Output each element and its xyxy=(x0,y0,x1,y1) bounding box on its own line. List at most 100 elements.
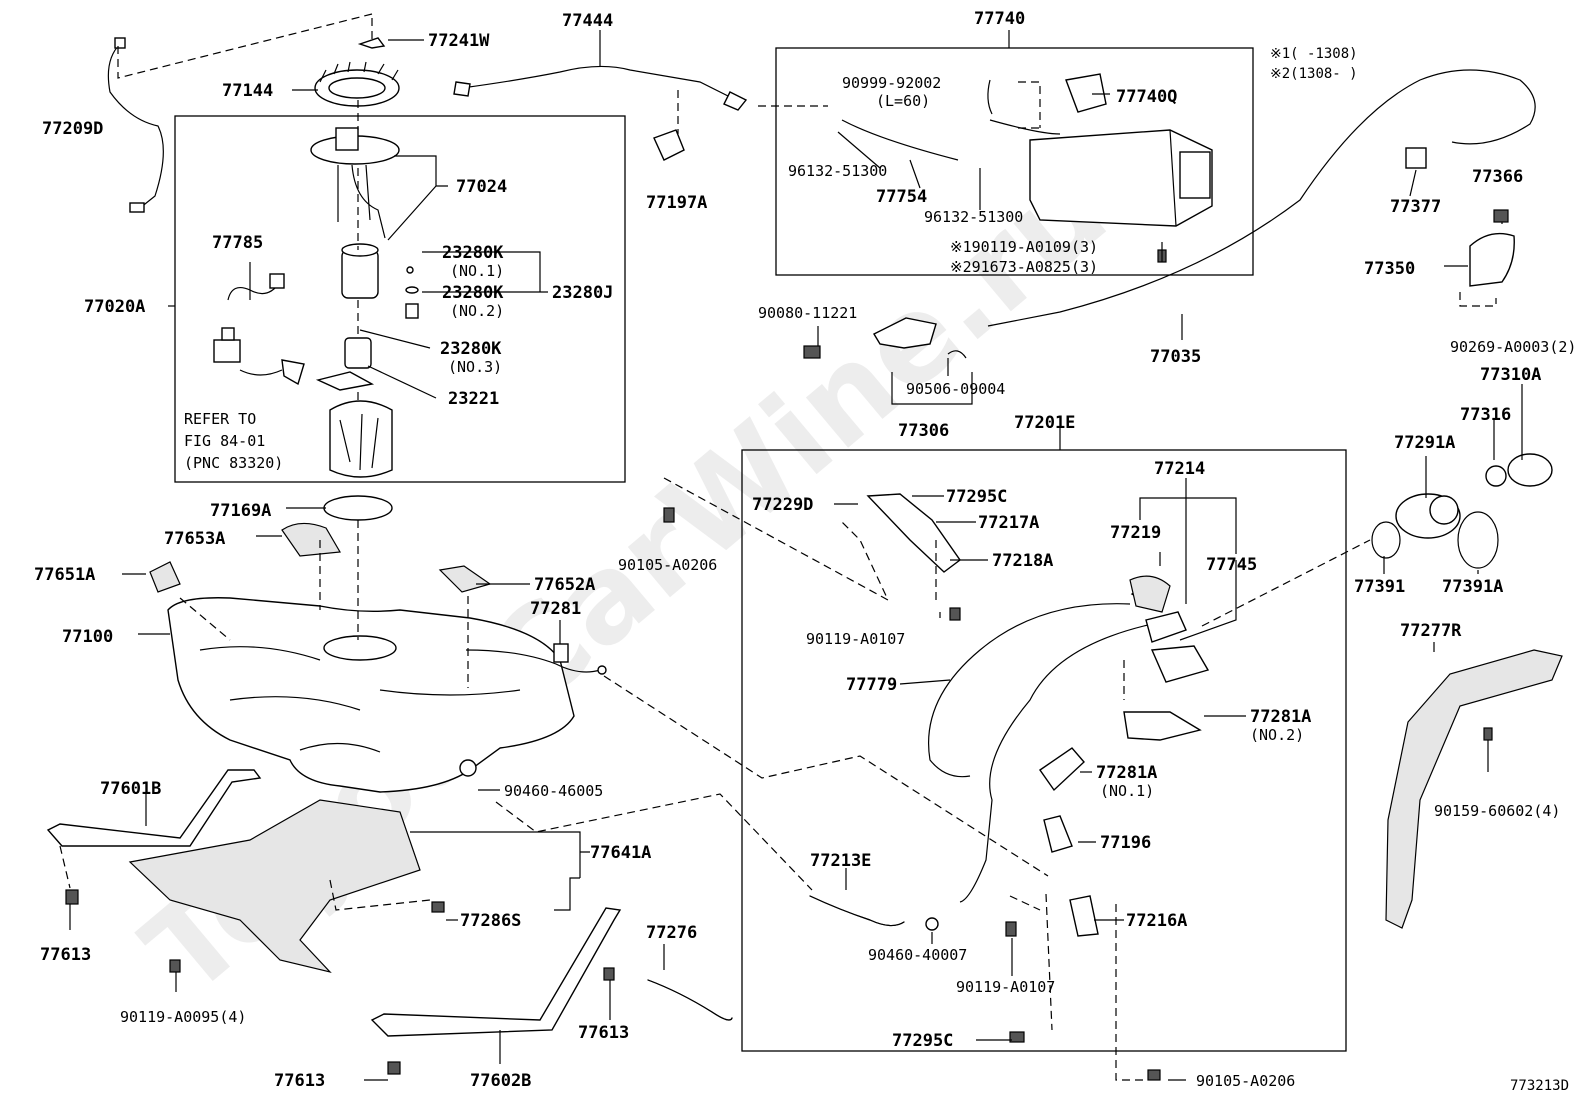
label-77219: 77219 xyxy=(1110,523,1161,543)
tank-strap-front-part xyxy=(46,769,262,847)
label-77295C-1: 77295C xyxy=(946,487,1007,507)
label-90105-A0206-b: 90105-A0206 xyxy=(1196,1072,1295,1090)
protector-part xyxy=(281,522,341,557)
label-77020A: 77020A xyxy=(84,297,145,317)
label-77209D: 77209D xyxy=(42,119,103,139)
label-90119-A0109: ※190119-A0109(3) xyxy=(950,238,1098,256)
label-77169A: 77169A xyxy=(210,501,271,521)
tank-strap-rear-part xyxy=(370,907,622,1037)
label-77196: 77196 xyxy=(1100,833,1151,853)
bolts xyxy=(65,249,1493,1081)
clamp-part xyxy=(653,129,685,161)
leader-lines xyxy=(69,30,1523,1081)
label-no1: (NO.1) xyxy=(450,262,504,280)
filler-pipe-part xyxy=(928,585,1210,903)
label-77377: 77377 xyxy=(1390,197,1441,217)
note-2: ※2(1308- ) xyxy=(1270,66,1358,82)
label-77229D: 77229D xyxy=(752,495,813,515)
bracket-c-part xyxy=(1069,895,1099,937)
pump-bracket-part xyxy=(310,127,400,239)
label-77241W: 77241W xyxy=(428,31,490,51)
clip-part xyxy=(357,37,386,49)
label-77281: 77281 xyxy=(530,599,581,619)
label-77350: 77350 xyxy=(1364,259,1415,279)
label-no3: (NO.3) xyxy=(448,358,502,376)
fuel-filter-part xyxy=(341,243,419,319)
refer-line-3: (PNC 83320) xyxy=(184,454,283,472)
protector-b-part xyxy=(438,565,492,593)
label-90119-A0095: 90119-A0095(4) xyxy=(120,1008,246,1026)
label-77306: 77306 xyxy=(898,421,949,441)
figure-code: 773213D xyxy=(1510,1078,1569,1094)
refer-line-1: REFER TO xyxy=(184,410,256,428)
label-96132-51300-b: 96132-51300 xyxy=(924,208,1023,226)
label-77024: 77024 xyxy=(456,177,507,197)
label-77651A: 77651A xyxy=(34,565,95,585)
label-77740: 77740 xyxy=(974,9,1025,29)
label-23280K-1: 23280K xyxy=(442,243,504,263)
filler-hose-part xyxy=(809,895,905,927)
retainer-ring-part xyxy=(314,61,400,107)
label-291673-A0825: ※291673-A0825(3) xyxy=(950,258,1098,276)
label-90119-A0107-a: 90119-A0107 xyxy=(806,630,905,648)
label-77653A: 77653A xyxy=(164,529,225,549)
grommet-part xyxy=(1129,575,1171,613)
label-77217A: 77217A xyxy=(978,513,1039,533)
label-77391A: 77391A xyxy=(1442,577,1503,597)
label-77218A: 77218A xyxy=(992,551,1053,571)
part-labels: 77241W 77444 77740 ※1( -1308) ※2(1308- )… xyxy=(34,9,1576,1094)
return-hose-part xyxy=(647,979,733,1021)
fuel-door-part xyxy=(1469,232,1515,287)
fuel-pump-part xyxy=(315,337,375,391)
canister-assembly-box xyxy=(775,47,1254,276)
filler-neck-part xyxy=(1371,453,1553,569)
gasket-part xyxy=(323,495,393,521)
label-77214: 77214 xyxy=(1154,459,1205,479)
label-no1-b: (NO.1) xyxy=(1100,782,1154,800)
fuel-pump-assembly-box xyxy=(174,115,626,483)
label-77281A-2: 77281A xyxy=(1250,707,1311,727)
label-l60: (L=60) xyxy=(876,92,930,110)
sender-gauge-part xyxy=(213,273,305,386)
filler-protector-part xyxy=(1385,649,1563,929)
label-90105-A0206-a: 90105-A0206 xyxy=(618,556,717,574)
label-90119-A0107-b: 90119-A0107 xyxy=(956,978,1055,996)
label-77201E: 77201E xyxy=(1014,413,1075,433)
label-77745: 77745 xyxy=(1206,555,1257,575)
label-77277R: 77277R xyxy=(1400,621,1462,641)
label-77641A: 77641A xyxy=(590,843,651,863)
note-1: ※1( -1308) xyxy=(1270,46,1358,62)
label-77754: 77754 xyxy=(876,187,927,207)
hose-clamp-part xyxy=(925,917,939,931)
label-77213E: 77213E xyxy=(810,851,871,871)
fuel-door-lever-part xyxy=(873,317,967,359)
tank-protector-part xyxy=(128,799,421,974)
label-90460-46005: 90460-46005 xyxy=(504,782,603,800)
sender-wire-part xyxy=(107,37,164,213)
label-77035: 77035 xyxy=(1150,347,1201,367)
label-77316: 77316 xyxy=(1460,405,1511,425)
label-77391: 77391 xyxy=(1354,577,1405,597)
vent-tube-part xyxy=(453,65,748,111)
fuel-door-cable-part xyxy=(987,69,1536,327)
label-23280K-3: 23280K xyxy=(440,339,502,359)
bracket-a-part xyxy=(1123,711,1202,741)
label-90159-60602: 90159-60602(4) xyxy=(1434,802,1560,820)
label-77613-a: 77613 xyxy=(40,945,91,965)
label-77444: 77444 xyxy=(562,11,613,31)
label-77602B: 77602B xyxy=(470,1071,531,1091)
label-77100: 77100 xyxy=(62,627,113,647)
label-plate-part xyxy=(149,561,181,593)
filter-cup-part xyxy=(329,400,393,478)
label-77652A: 77652A xyxy=(534,575,595,595)
label-90460-40007: 90460-40007 xyxy=(868,946,967,964)
label-96132-51300-a: 96132-51300 xyxy=(788,162,887,180)
label-77286S: 77286S xyxy=(460,911,521,931)
bracket-b-part xyxy=(1039,747,1085,792)
label-23280J: 23280J xyxy=(552,283,613,303)
clamp-b-part xyxy=(1043,815,1073,853)
label-90506-09004: 90506-09004 xyxy=(906,380,1005,398)
charcoal-canister-part xyxy=(841,73,1213,227)
label-77291A: 77291A xyxy=(1394,433,1455,453)
